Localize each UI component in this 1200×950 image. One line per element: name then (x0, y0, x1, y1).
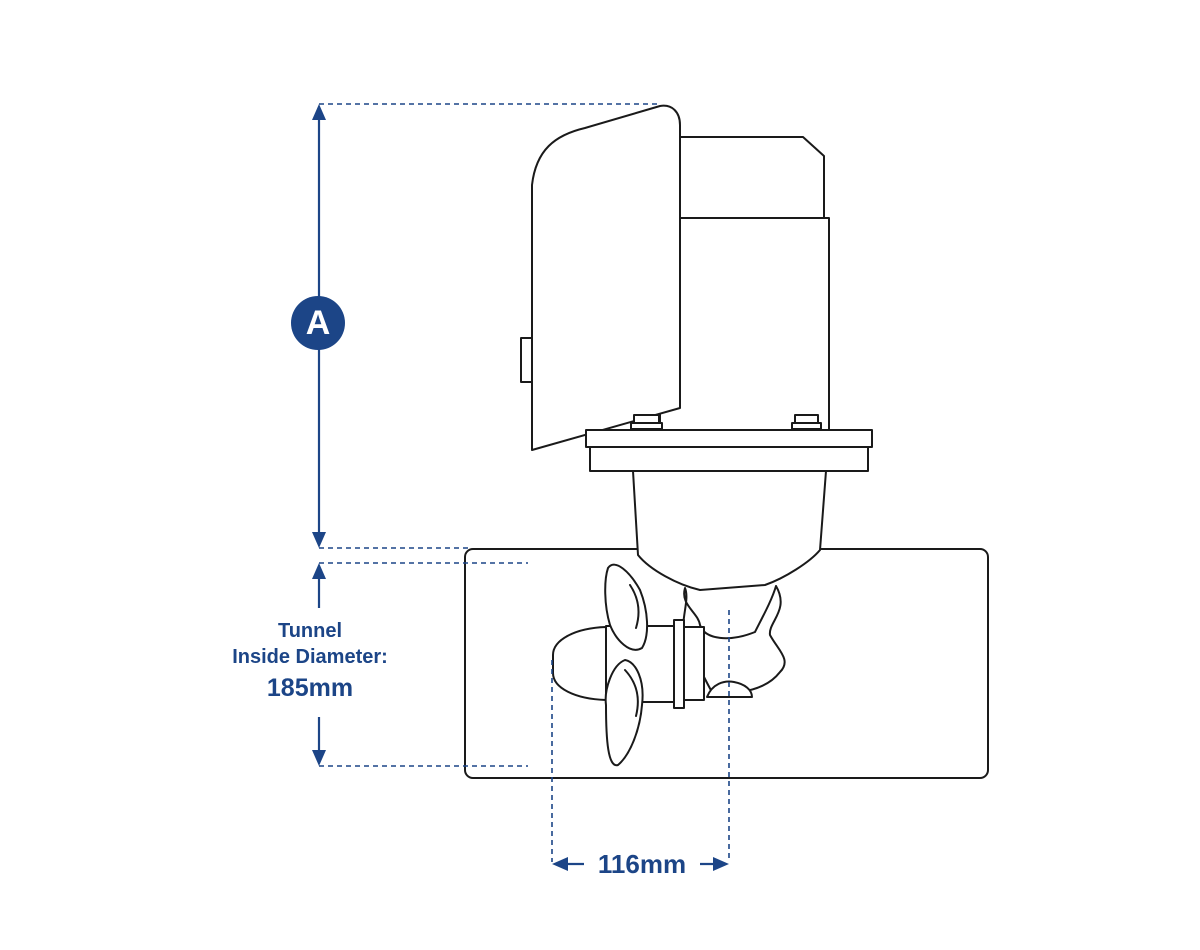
width-arrow-left (552, 857, 568, 871)
propeller-blade-accent-bottom (624, 669, 639, 717)
height-arrow-down (312, 532, 326, 548)
gear-foot (706, 680, 753, 698)
tunnel-diameter-value: 185mm (266, 674, 354, 702)
bolt-right-washer (791, 422, 822, 430)
width-dimension-value: 116mm (597, 849, 687, 879)
propeller-blade-bottom (604, 659, 644, 767)
motor-body (659, 217, 830, 432)
shaft-connector (683, 626, 705, 701)
flange-bottom (589, 446, 869, 472)
height-arrow-up (312, 104, 326, 120)
flange-top (585, 429, 873, 448)
tunnel-label-line1: Tunnel (277, 620, 343, 642)
bolt-right-nut (794, 414, 819, 424)
tunnel-arrow-up (312, 563, 326, 579)
propeller-blade-accent-top (629, 584, 640, 629)
motor-cap (661, 136, 825, 219)
height-marker-label: A (305, 303, 331, 342)
motor-cover (531, 104, 681, 451)
bolt-left-nut (633, 414, 660, 424)
shaft-collar (673, 619, 685, 709)
cover-latch (520, 337, 533, 383)
tunnel-label-line2: Inside Diameter: (232, 646, 388, 668)
bolt-left-washer (630, 422, 663, 430)
gear-leg (632, 470, 827, 591)
width-arrow-right (713, 857, 729, 871)
tunnel-arrow-down (312, 750, 326, 766)
height-marker-circle (291, 296, 345, 350)
